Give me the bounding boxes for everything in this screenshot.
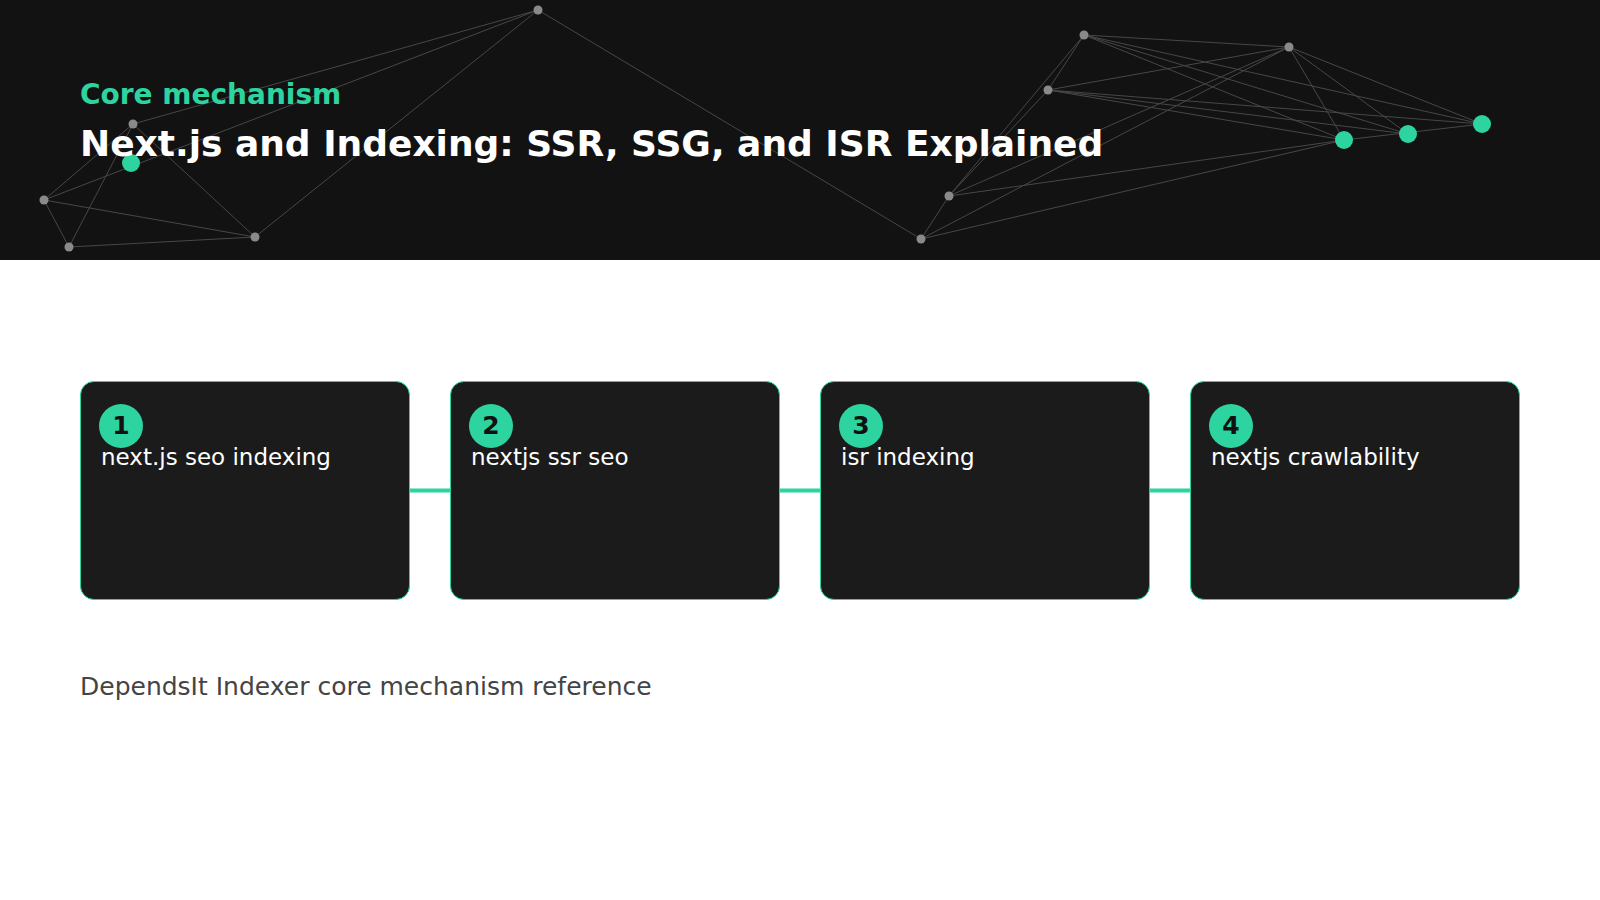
network-line [1289, 47, 1344, 140]
network-line [44, 10, 538, 200]
network-dot [1473, 115, 1491, 133]
network-line [1048, 35, 1084, 90]
step-connector [780, 489, 820, 493]
page-title: Next.js and Indexing: SSR, SSG, and ISR … [80, 124, 1103, 164]
step-number: 4 [1209, 404, 1253, 448]
kicker-label: Core mechanism [80, 80, 341, 111]
step-card: 3isr indexing [820, 381, 1150, 600]
network-dot [1399, 125, 1417, 143]
step-card: 4nextjs crawlability [1190, 381, 1520, 600]
network-dot [65, 243, 74, 252]
network-line [949, 35, 1084, 196]
network-line [1048, 47, 1289, 90]
network-dots [40, 6, 1294, 252]
network-line [69, 237, 255, 247]
step-label: nextjs ssr seo [471, 444, 769, 472]
network-dot [945, 192, 954, 201]
network-line [1084, 35, 1408, 134]
step-label: isr indexing [841, 444, 1139, 472]
network-line [1084, 35, 1289, 47]
network-line [1084, 35, 1344, 140]
network-dot [534, 6, 543, 15]
caption: DependsIt Indexer core mechanism referen… [80, 672, 652, 702]
network-dot [1080, 31, 1089, 40]
network-line [1289, 47, 1482, 124]
network-dot [917, 235, 926, 244]
step-card: 2nextjs ssr seo [450, 381, 780, 600]
network-lines [44, 10, 1482, 247]
step-connector [1150, 489, 1190, 493]
network-dot [1285, 43, 1294, 52]
network-dot [1044, 86, 1053, 95]
step-number: 1 [99, 404, 143, 448]
step-connector [410, 489, 450, 493]
step-label: next.js seo indexing [101, 444, 399, 472]
network-line [921, 196, 949, 239]
network-line [1048, 90, 1482, 124]
network-line [44, 200, 255, 237]
network-line [44, 200, 69, 247]
step-label: nextjs crawlability [1211, 444, 1509, 472]
step-card: 1next.js seo indexing [80, 381, 410, 600]
network-dot [40, 196, 49, 205]
step-number: 3 [839, 404, 883, 448]
network-line [949, 47, 1289, 196]
header-band [0, 0, 1600, 260]
network-dot [1335, 131, 1353, 149]
step-number: 2 [469, 404, 513, 448]
network-dot [251, 233, 260, 242]
network-line [1289, 47, 1408, 134]
